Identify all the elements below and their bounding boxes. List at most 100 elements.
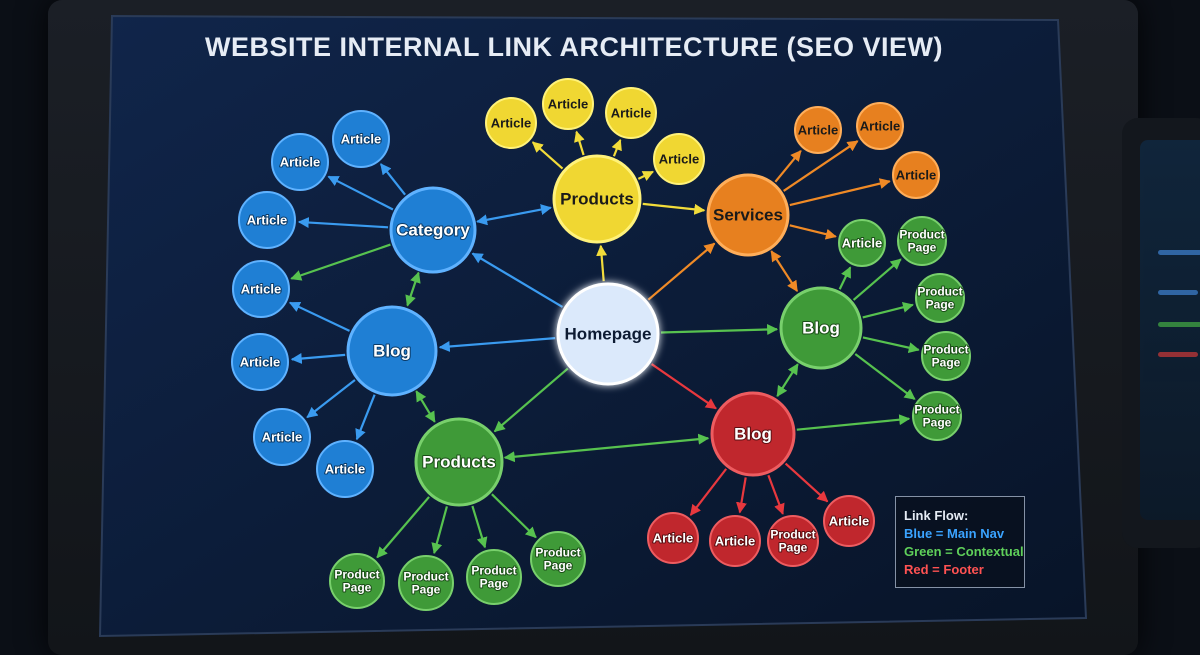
node-circle bbox=[232, 260, 290, 318]
link-products_top-to-y_a1 bbox=[531, 141, 564, 170]
node-products-top: Products bbox=[552, 154, 642, 244]
node-blog-red: Blog bbox=[710, 391, 796, 477]
link-products_top-to-services bbox=[642, 202, 706, 215]
node-circle bbox=[912, 391, 962, 441]
legend-item-blue: Blue = Main Nav bbox=[904, 526, 1005, 541]
link-products_green-to-pg_p3 bbox=[471, 505, 488, 549]
node-circle bbox=[389, 186, 477, 274]
node-circle bbox=[329, 553, 385, 609]
link-services-to-o_a1 bbox=[774, 149, 802, 183]
node-label: Page bbox=[343, 580, 372, 594]
node-circle bbox=[823, 495, 875, 547]
node-label: Article bbox=[262, 430, 302, 445]
link-blog_blue-to-b_a7 bbox=[355, 394, 376, 441]
node-label: Page bbox=[544, 558, 573, 572]
background-device-screen bbox=[1140, 140, 1200, 520]
diagram-title: WEBSITE INTERNAL LINK ARCHITECTURE (SEO … bbox=[205, 32, 943, 62]
node-label: Product bbox=[403, 570, 448, 584]
link-blog_green-to-g_p4 bbox=[854, 353, 916, 400]
link-blog_red-to-r_p1 bbox=[767, 474, 785, 515]
node-label: Article bbox=[829, 514, 869, 529]
legend-heading: Link Flow: bbox=[904, 508, 969, 523]
node-label: Article bbox=[240, 355, 280, 370]
link-blog_red-to-r_a2 bbox=[736, 477, 747, 514]
background-line bbox=[1158, 290, 1198, 295]
link-products_top-to-y_a4 bbox=[637, 170, 654, 181]
link-category-to-b_a1 bbox=[379, 163, 406, 196]
link-products_green-to-blog_red bbox=[503, 433, 710, 463]
node-label: Product bbox=[923, 343, 968, 357]
node-circle bbox=[485, 97, 537, 149]
node-label: Article bbox=[842, 236, 882, 251]
link-services-to-o_a2 bbox=[783, 140, 859, 192]
node-circle bbox=[231, 333, 289, 391]
node-label: Page bbox=[779, 540, 808, 554]
node-label: Product bbox=[917, 285, 962, 299]
node-b-a3: Article bbox=[238, 191, 296, 249]
link-products_green-to-pg_p4 bbox=[491, 493, 537, 539]
node-circle bbox=[556, 282, 660, 386]
link-blog_green-to-g_p3 bbox=[862, 336, 920, 354]
node-circle bbox=[647, 512, 699, 564]
node-label: Article bbox=[798, 123, 838, 138]
legend: Link Flow: Blue = Main Nav Green = Conte… bbox=[895, 496, 1025, 588]
link-edges bbox=[288, 130, 920, 559]
node-circle bbox=[253, 408, 311, 466]
link-products_green-to-pg_p1 bbox=[376, 496, 430, 559]
link-blog_green-to-g_p2 bbox=[862, 301, 914, 319]
node-label: Product bbox=[334, 568, 379, 582]
node-label: Blog bbox=[373, 342, 411, 361]
link-category-to-b_a3 bbox=[297, 217, 389, 229]
node-label: Products bbox=[422, 453, 496, 472]
node-circle bbox=[414, 417, 504, 507]
node-r-a3: Article bbox=[823, 495, 875, 547]
node-circle bbox=[779, 286, 863, 370]
node-label: Product bbox=[535, 546, 580, 560]
node-r-a2: Article bbox=[709, 515, 761, 567]
node-circle bbox=[542, 78, 594, 130]
node-circle bbox=[915, 273, 965, 323]
node-label: Product bbox=[471, 564, 516, 578]
node-label: Article bbox=[280, 155, 320, 170]
link-blog_blue-to-b_a4 bbox=[288, 301, 350, 332]
node-label: Services bbox=[713, 206, 783, 225]
node-services: Services bbox=[706, 173, 790, 257]
link-services-to-blog_green bbox=[770, 250, 799, 292]
link-blog_blue-to-products_green bbox=[415, 390, 436, 423]
node-b-a2: Article bbox=[271, 133, 329, 191]
node-circle bbox=[238, 191, 296, 249]
link-home-to-services bbox=[647, 242, 716, 301]
link-category-to-products_top bbox=[476, 204, 552, 226]
node-label: Article bbox=[611, 106, 651, 121]
node-y-a4: Article bbox=[653, 133, 705, 185]
node-label: Category bbox=[396, 221, 470, 240]
node-circle bbox=[710, 391, 796, 477]
node-label: Article bbox=[247, 213, 287, 228]
node-products-green: Products bbox=[414, 417, 504, 507]
node-circle bbox=[838, 219, 886, 267]
node-label: Article bbox=[241, 282, 281, 297]
node-circle bbox=[897, 216, 947, 266]
node-b-a7: Article bbox=[316, 440, 374, 498]
link-blog_green-to-blog_red bbox=[776, 363, 799, 398]
node-circle bbox=[466, 549, 522, 605]
node-circle bbox=[767, 515, 819, 567]
link-home-to-blog_red bbox=[651, 363, 717, 410]
node-label: Article bbox=[860, 119, 900, 134]
node-b-a4: Article bbox=[232, 260, 290, 318]
link-home-to-products_top bbox=[596, 244, 608, 282]
node-label: Product bbox=[899, 228, 944, 242]
node-circle bbox=[552, 154, 642, 244]
node-circle bbox=[921, 331, 971, 381]
node-y-a2: Article bbox=[542, 78, 594, 130]
node-b-a5: Article bbox=[231, 333, 289, 391]
node-home: Homepage bbox=[556, 282, 660, 386]
link-home-to-blog_green bbox=[660, 324, 779, 336]
